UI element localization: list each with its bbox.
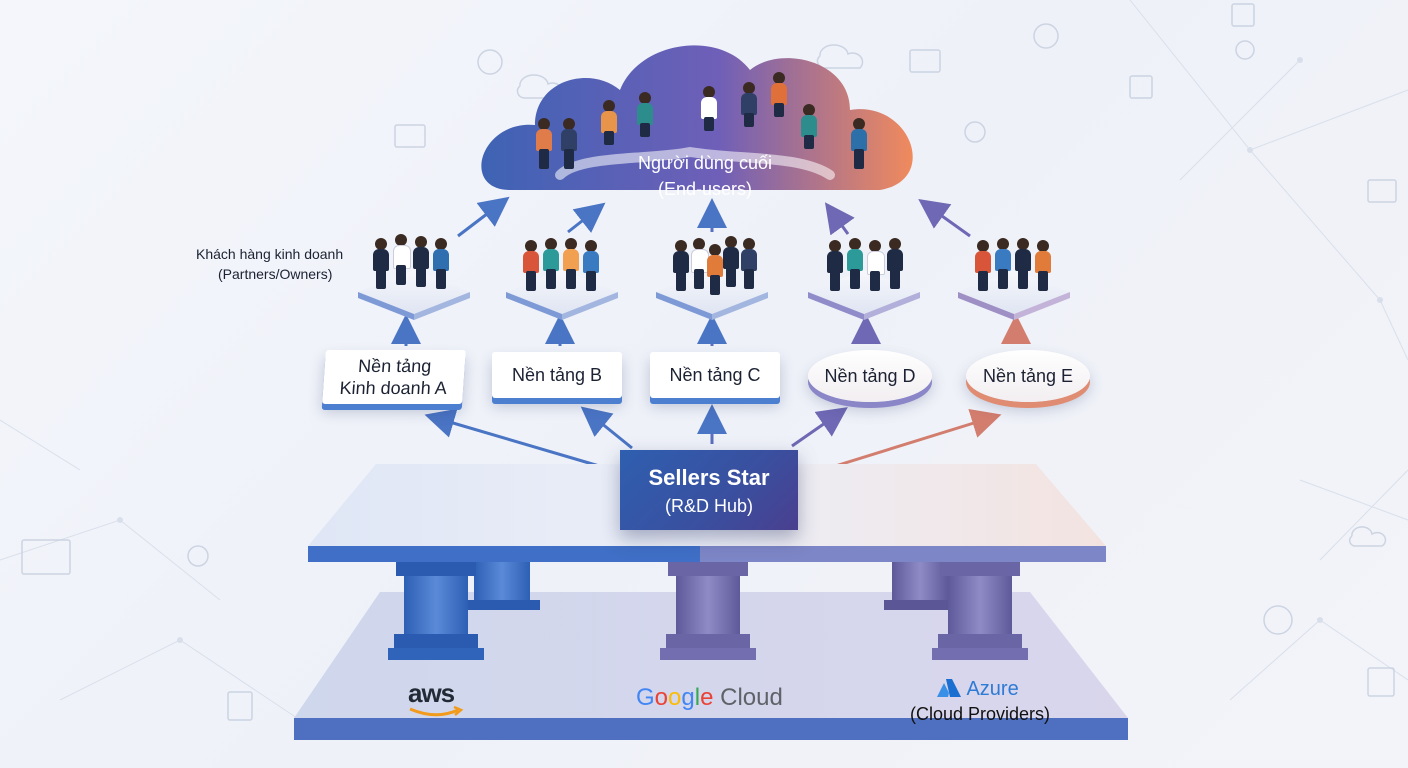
document-icon (1367, 667, 1395, 697)
gear-icon (1033, 23, 1059, 49)
google-cloud-letter: l (694, 684, 701, 711)
azure-logo: Azure (936, 678, 1019, 701)
end-users-label: Người dùng cuối (638, 153, 772, 173)
pillar-front-right (932, 562, 1028, 660)
idea-head-icon (1263, 605, 1293, 635)
profile-icon (1129, 75, 1153, 99)
document-icon (227, 691, 253, 721)
pillar-front-center (660, 562, 756, 660)
sellers-star-hub: Sellers Star (R&D Hub) (620, 450, 798, 530)
google-cloud-letter: Cloud (713, 684, 783, 711)
platform-e: Nền tảng E (966, 350, 1090, 402)
monitor-icon (21, 539, 71, 575)
google-cloud-letter: G (636, 684, 655, 711)
azure-text: Azure (966, 678, 1019, 700)
pillar-front-left (388, 562, 484, 660)
gear-icon (187, 545, 209, 567)
aws-logo: aws (408, 678, 464, 717)
platform-d: Nền tảng D (808, 350, 932, 402)
google-cloud-logo: Google Cloud (636, 684, 783, 712)
google-cloud-text: Google Cloud (636, 684, 783, 711)
aws-text: aws (408, 678, 455, 708)
hub-subtitle: (R&D Hub) (664, 496, 753, 516)
google-cloud-letter: o (654, 684, 669, 711)
platform-c: Nền tảng C (650, 352, 780, 398)
end-users-cloud (481, 45, 913, 190)
pillar-back-left (466, 562, 540, 610)
business-customers-label: Khách hàng kinh doanh (196, 246, 344, 262)
platform-b: Nền tảng B (492, 352, 622, 398)
azure-icon (937, 679, 961, 697)
hub-title: Sellers Star (648, 465, 770, 490)
google-cloud-letter: o (668, 684, 682, 711)
pillar-back-right (884, 562, 958, 610)
code-window-icon (909, 49, 941, 73)
business-customers-label-en: (Partners/Owners) (218, 266, 333, 282)
cloud-providers-label: (Cloud Providers) (909, 704, 1051, 724)
gear-icon (477, 49, 503, 75)
monitor-icon (394, 124, 426, 148)
network-icon (964, 121, 986, 143)
cloud-icon (516, 74, 564, 99)
document-icon (1231, 3, 1255, 27)
cloud-icon (1348, 526, 1387, 547)
monitor-icon (1367, 179, 1397, 203)
google-cloud-letter: g (681, 684, 695, 711)
gear-icon (1235, 40, 1255, 60)
aws-smile-icon (409, 706, 464, 717)
google-cloud-letter: e (700, 684, 714, 711)
end-users-label-en: (End-users) (657, 179, 753, 199)
